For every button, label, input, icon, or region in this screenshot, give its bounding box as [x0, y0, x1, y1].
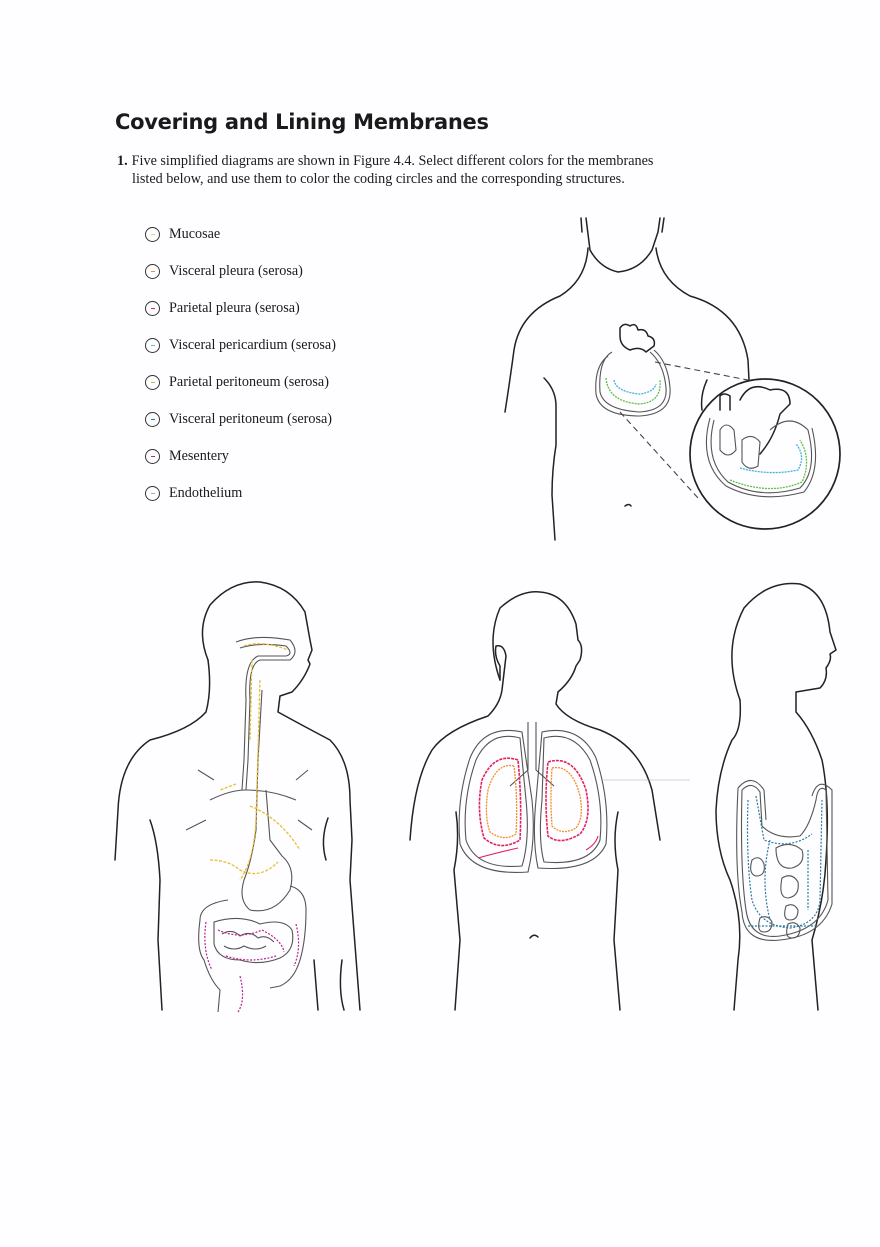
- coding-circle-icon[interactable]: [145, 412, 160, 427]
- coding-circle-icon[interactable]: [145, 486, 160, 501]
- question-number: 1.: [117, 153, 128, 169]
- coding-circle-icon[interactable]: [145, 449, 160, 464]
- coding-circle-icon[interactable]: [145, 375, 160, 390]
- legend-item-visceral-peritoneum[interactable]: Visceral peritoneum (serosa): [145, 401, 336, 438]
- question-text-line1: Five simplified diagrams are shown in Fi…: [131, 153, 654, 169]
- legend-item-visceral-pleura[interactable]: Visceral pleura (serosa): [145, 253, 336, 290]
- legend-item-mucosae[interactable]: Mucosae: [145, 216, 336, 253]
- color-coding-legend: Mucosae Visceral pleura (serosa) Parieta…: [145, 216, 336, 512]
- question-text-line2: listed below, and use them to color the …: [132, 171, 625, 187]
- legend-label: Endothelium: [169, 485, 243, 501]
- legend-item-endothelium[interactable]: Endothelium: [145, 475, 336, 512]
- legend-label: Visceral pleura (serosa): [169, 263, 303, 279]
- legend-label: Parietal pleura (serosa): [169, 300, 300, 316]
- question-1: 1.Five simplified diagrams are shown in …: [117, 152, 757, 188]
- coding-circle-icon[interactable]: [145, 338, 160, 353]
- section-title: Covering and Lining Membranes: [115, 110, 489, 134]
- legend-item-parietal-peritoneum[interactable]: Parietal peritoneum (serosa): [145, 364, 336, 401]
- legend-label: Visceral pericardium (serosa): [169, 337, 336, 353]
- legend-item-mesentery[interactable]: Mesentery: [145, 438, 336, 475]
- legend-label: Visceral peritoneum (serosa): [169, 411, 333, 427]
- legend-item-visceral-pericardium[interactable]: Visceral pericardium (serosa): [145, 327, 336, 364]
- legend-label: Mucosae: [169, 226, 221, 242]
- coding-circle-icon[interactable]: [145, 227, 160, 242]
- coding-circle-icon[interactable]: [145, 264, 160, 279]
- coding-circle-icon[interactable]: [145, 301, 160, 316]
- legend-label: Parietal peritoneum (serosa): [169, 374, 329, 390]
- legend-label: Mesentery: [169, 448, 229, 464]
- legend-item-parietal-pleura[interactable]: Parietal pleura (serosa): [145, 290, 336, 327]
